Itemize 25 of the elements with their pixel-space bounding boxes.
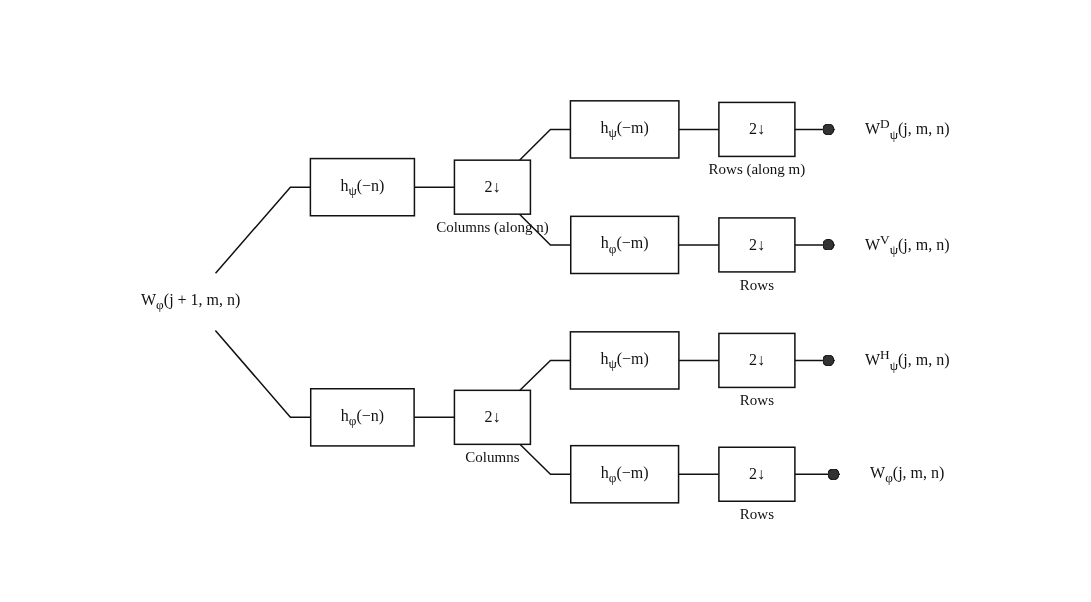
node-box: h$_{ψ}$(−m): [569, 331, 680, 390]
node-box: h$_{ψ}$(−m): [569, 100, 680, 159]
node-text: W$^{D}$$_{ψ}$(j, m, n): [865, 116, 950, 142]
node-caption: Rows: [740, 392, 775, 409]
node-box: 2↓: [718, 217, 796, 273]
node-caption: Columns (along n): [436, 219, 549, 236]
node-box: h$_{φ}$(−n): [310, 388, 416, 447]
connector: [678, 473, 720, 475]
node-box: h$_{φ}$(−m): [570, 444, 680, 504]
node-text: W$_{φ}$(j, m, n): [870, 463, 945, 485]
node-caption: Rows: [740, 276, 775, 293]
node-box: 2↓: [453, 389, 532, 446]
node-text: W$^{H}$$_{ψ}$(j, m, n): [865, 347, 950, 373]
node-box: 2↓: [453, 159, 532, 215]
node-box: h$_{φ}$(−m): [570, 215, 680, 275]
node-caption: Rows: [740, 506, 775, 523]
connector: [678, 244, 720, 246]
node-text: W$_{φ}$(j + 1, m, n): [141, 291, 241, 313]
node-box: h$_{ψ}$(−n): [309, 157, 416, 217]
node-box: 2↓: [718, 446, 796, 502]
node-caption: Rows (along m): [708, 161, 806, 178]
node-box: 2↓: [718, 101, 796, 158]
node-text: W$^{V}$$_{ψ}$(j, m, n): [865, 231, 950, 258]
node-box: 2↓: [718, 332, 796, 389]
node-caption: Columns: [465, 449, 520, 466]
